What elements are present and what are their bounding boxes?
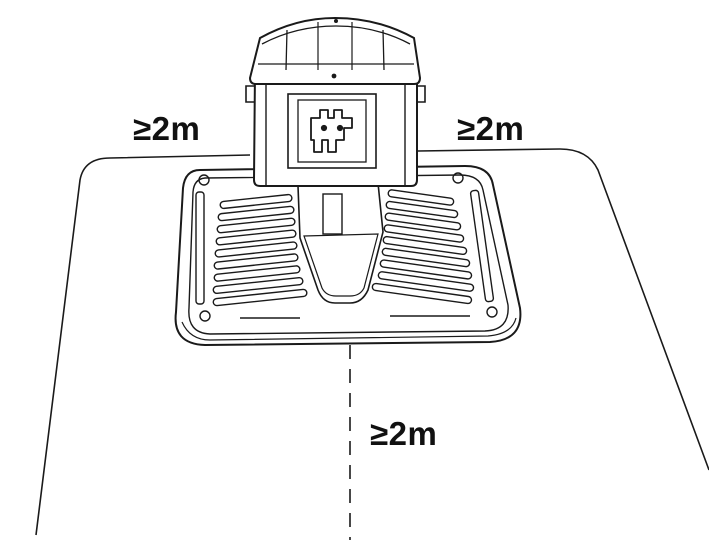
front-clearance-label: ≥2m xyxy=(370,415,438,452)
lawn-area-outline xyxy=(35,148,709,536)
lid-screw xyxy=(331,73,337,79)
screw-icon xyxy=(452,172,464,184)
front-slots xyxy=(240,315,470,319)
right-clearance-label: ≥2m xyxy=(457,110,525,147)
right-rail xyxy=(469,189,495,303)
center-ramp xyxy=(297,182,384,304)
left-rail xyxy=(195,191,205,305)
screw-icon xyxy=(199,310,211,322)
screw-icon xyxy=(198,174,210,186)
brand-logo-icon xyxy=(310,109,353,153)
logo-panel xyxy=(287,93,377,169)
base-plate-lip xyxy=(181,317,517,341)
right-grip-slots xyxy=(371,189,475,305)
left-clearance-label: ≥2m xyxy=(133,110,201,147)
screw-icon xyxy=(486,306,498,318)
charging-contact-slot xyxy=(322,193,343,235)
tower-lid xyxy=(248,16,422,85)
center-ramp-inner xyxy=(303,233,379,297)
base-plate-inner xyxy=(188,174,509,335)
status-light xyxy=(334,19,338,23)
left-grip-slots xyxy=(212,193,308,307)
robot-mower-icon xyxy=(245,16,426,187)
charging-station-icon xyxy=(174,164,522,347)
